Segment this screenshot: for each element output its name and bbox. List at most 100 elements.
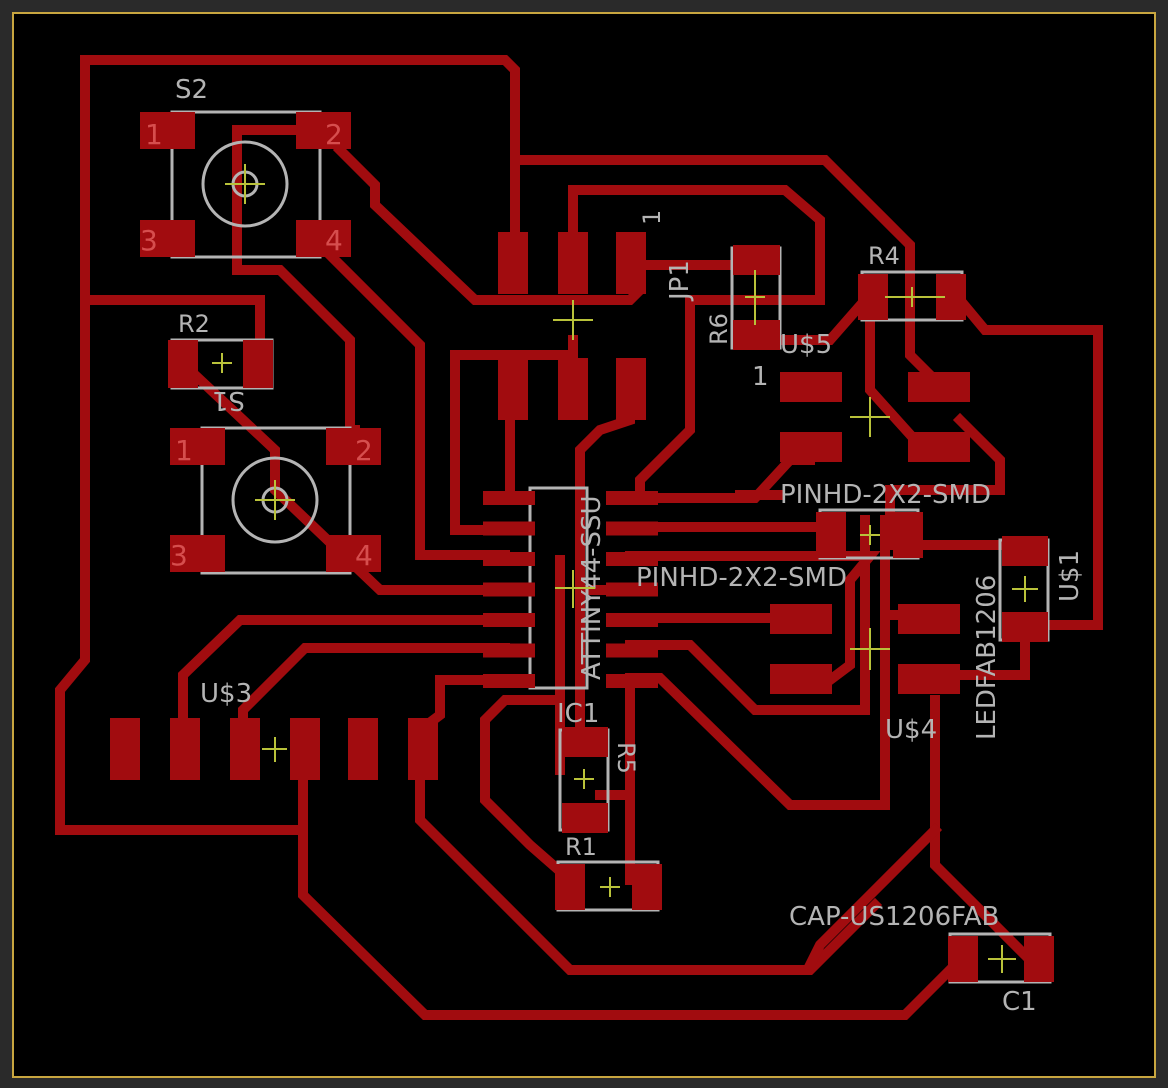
pad[interactable] xyxy=(908,432,970,462)
trace[interactable] xyxy=(480,695,578,888)
pad[interactable] xyxy=(348,718,378,780)
pad[interactable] xyxy=(616,232,646,294)
pad[interactable] xyxy=(558,358,588,420)
origin-cross-icon xyxy=(255,480,295,520)
pad[interactable] xyxy=(948,936,978,982)
trace[interactable] xyxy=(625,515,870,715)
trace[interactable] xyxy=(568,185,825,505)
resistor-r5[interactable]: R5 xyxy=(558,727,640,833)
pad[interactable] xyxy=(858,274,888,320)
ic-pin-pad[interactable] xyxy=(606,674,658,688)
pad[interactable] xyxy=(170,428,225,465)
pad[interactable] xyxy=(558,232,588,294)
pin-number: 4 xyxy=(325,224,343,257)
header-u3[interactable]: U$3 xyxy=(110,679,438,780)
switch-s1[interactable]: 1 2 3 4 S1 xyxy=(170,385,381,575)
pad[interactable] xyxy=(168,340,198,388)
header-jp1[interactable]: JP1 1 xyxy=(498,210,695,420)
pad[interactable] xyxy=(498,232,528,294)
pad[interactable] xyxy=(290,718,320,780)
resistor-r1[interactable]: R1 xyxy=(555,833,662,912)
pad[interactable] xyxy=(898,604,960,634)
switch-s2[interactable]: 1 2 3 4 S2 xyxy=(140,75,351,259)
trace[interactable] xyxy=(510,155,948,393)
pin-number: 3 xyxy=(170,539,188,572)
pad[interactable] xyxy=(555,864,585,910)
ic1-attiny44[interactable]: ATTINY44-SSU IC1 xyxy=(483,486,658,729)
pad[interactable] xyxy=(770,604,832,634)
resistor-r6[interactable]: R6 xyxy=(705,245,782,350)
header-u5[interactable]: U$5 1 PINHD-2X2-SMD xyxy=(752,330,991,510)
pad[interactable] xyxy=(1002,536,1048,566)
led-u1[interactable]: LEDFAB1206 U$1 xyxy=(972,536,1085,740)
trace[interactable] xyxy=(317,242,510,560)
pad[interactable] xyxy=(170,718,200,780)
ic-pin-pad[interactable] xyxy=(606,613,658,627)
trace[interactable] xyxy=(450,335,578,535)
component-name: R4 xyxy=(868,242,900,270)
ic-pin-pad[interactable] xyxy=(483,491,535,505)
ic-pin-pad[interactable] xyxy=(606,552,658,566)
pad[interactable] xyxy=(170,535,225,572)
trace[interactable] xyxy=(930,695,1038,968)
resistor-r2[interactable]: R2 xyxy=(168,310,274,390)
pad[interactable] xyxy=(498,358,528,420)
pad[interactable] xyxy=(326,428,381,465)
pad[interactable] xyxy=(140,112,195,149)
trace[interactable] xyxy=(945,625,1030,680)
trace[interactable] xyxy=(865,295,923,448)
pad[interactable] xyxy=(326,535,381,572)
pad[interactable] xyxy=(562,803,608,833)
pad[interactable] xyxy=(408,718,438,780)
ic-pin-pad[interactable] xyxy=(606,643,658,658)
pad[interactable] xyxy=(140,220,195,257)
ic-pin-pad[interactable] xyxy=(606,491,658,505)
pad[interactable] xyxy=(780,432,842,462)
trace[interactable] xyxy=(178,615,510,725)
pad[interactable] xyxy=(110,718,140,780)
pad[interactable] xyxy=(898,664,960,694)
trace[interactable] xyxy=(952,292,1103,630)
pad[interactable] xyxy=(616,358,646,420)
header-u4[interactable]: PINHD-2X2-SMD U$4 xyxy=(636,508,960,745)
pad[interactable] xyxy=(296,220,351,257)
ic-pin-pad[interactable] xyxy=(483,552,535,566)
pad[interactable] xyxy=(780,372,842,402)
pad[interactable] xyxy=(230,718,260,780)
ic-pin-pad[interactable] xyxy=(483,674,535,688)
ic-pin-pad[interactable] xyxy=(483,521,535,536)
ic-pin-pad[interactable] xyxy=(483,643,535,658)
pad[interactable] xyxy=(816,512,846,558)
ic-pin-pad[interactable] xyxy=(606,582,658,597)
pad[interactable] xyxy=(908,372,970,402)
trace[interactable] xyxy=(298,775,963,1020)
pad[interactable] xyxy=(1024,936,1054,982)
pad[interactable] xyxy=(733,320,780,350)
origin-cross-icon xyxy=(212,353,232,373)
trace[interactable] xyxy=(80,295,265,350)
pad[interactable] xyxy=(893,512,923,558)
trace[interactable] xyxy=(803,822,943,972)
resistor-r4[interactable]: R4 xyxy=(858,242,966,322)
trace[interactable] xyxy=(55,295,305,835)
component-name: C1 xyxy=(1002,987,1037,1017)
ic-pin-pad[interactable] xyxy=(606,521,658,536)
pin1-marker: 1 xyxy=(752,362,769,392)
pad[interactable] xyxy=(1002,612,1048,642)
pad[interactable] xyxy=(243,340,273,388)
pad[interactable] xyxy=(562,727,608,757)
trace[interactable] xyxy=(238,643,510,725)
component-name: R6 xyxy=(705,313,733,345)
ic-pin-pad[interactable] xyxy=(483,613,535,627)
capacitor-c1[interactable]: CAP-US1206FAB C1 xyxy=(789,902,1054,1017)
pad[interactable] xyxy=(296,112,351,149)
ic-pin-pad[interactable] xyxy=(483,582,535,597)
pad[interactable] xyxy=(770,664,832,694)
pad[interactable] xyxy=(733,245,780,275)
trace[interactable] xyxy=(885,412,1005,550)
trace[interactable] xyxy=(625,551,881,687)
pad[interactable] xyxy=(632,864,662,910)
trace[interactable] xyxy=(80,55,520,305)
trace[interactable] xyxy=(415,775,883,975)
